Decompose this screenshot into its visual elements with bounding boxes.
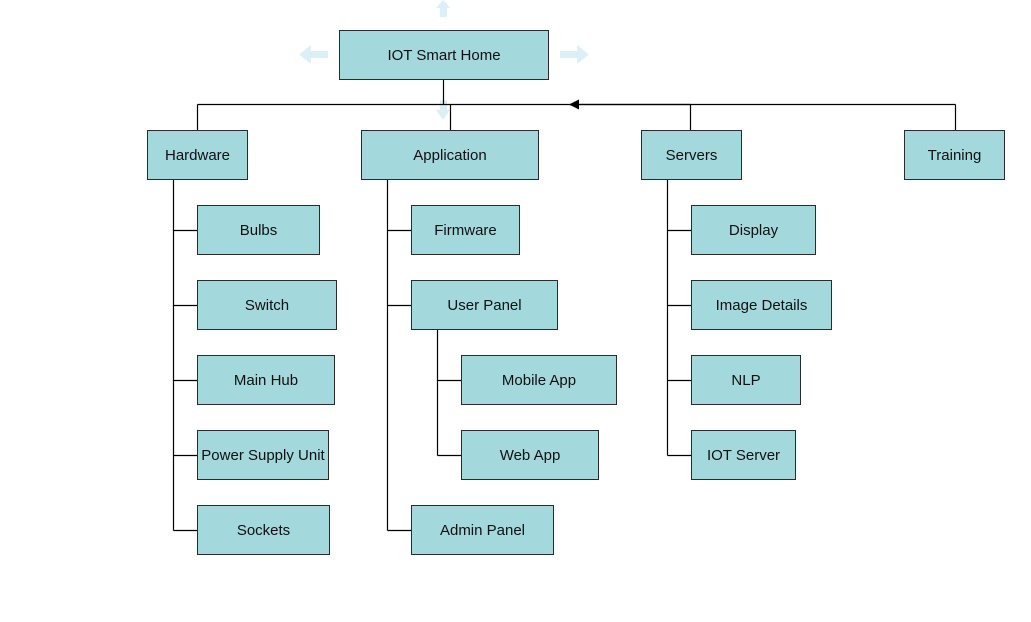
node-training[interactable]: Training [904, 130, 1005, 180]
node-iot-smart-home[interactable]: IOT Smart Home [339, 30, 549, 80]
arrow-down-icon[interactable] [436, 100, 450, 120]
node-sockets[interactable]: Sockets [197, 505, 330, 555]
node-servers[interactable]: Servers [641, 130, 742, 180]
node-image-details[interactable]: Image Details [691, 280, 832, 330]
node-application[interactable]: Application [361, 130, 539, 180]
connectors [172, 80, 957, 532]
node-user-panel[interactable]: User Panel [411, 280, 558, 330]
node-main-hub[interactable]: Main Hub [197, 355, 335, 405]
arrow-up-icon[interactable] [436, 0, 450, 17]
node-display[interactable]: Display [691, 205, 816, 255]
node-web-app[interactable]: Web App [461, 430, 599, 480]
node-admin-panel[interactable]: Admin Panel [411, 505, 554, 555]
arrow-left-icon[interactable] [299, 45, 328, 64]
node-power-supply-unit[interactable]: Power Supply Unit [197, 430, 329, 480]
node-nlp[interactable]: NLP [691, 355, 801, 405]
node-switch[interactable]: Switch [197, 280, 337, 330]
node-hardware[interactable]: Hardware [147, 130, 248, 180]
node-mobile-app[interactable]: Mobile App [461, 355, 617, 405]
node-iot-server[interactable]: IOT Server [691, 430, 796, 480]
node-bulbs[interactable]: Bulbs [197, 205, 320, 255]
node-firmware[interactable]: Firmware [411, 205, 520, 255]
arrow-right-icon[interactable] [560, 45, 589, 64]
